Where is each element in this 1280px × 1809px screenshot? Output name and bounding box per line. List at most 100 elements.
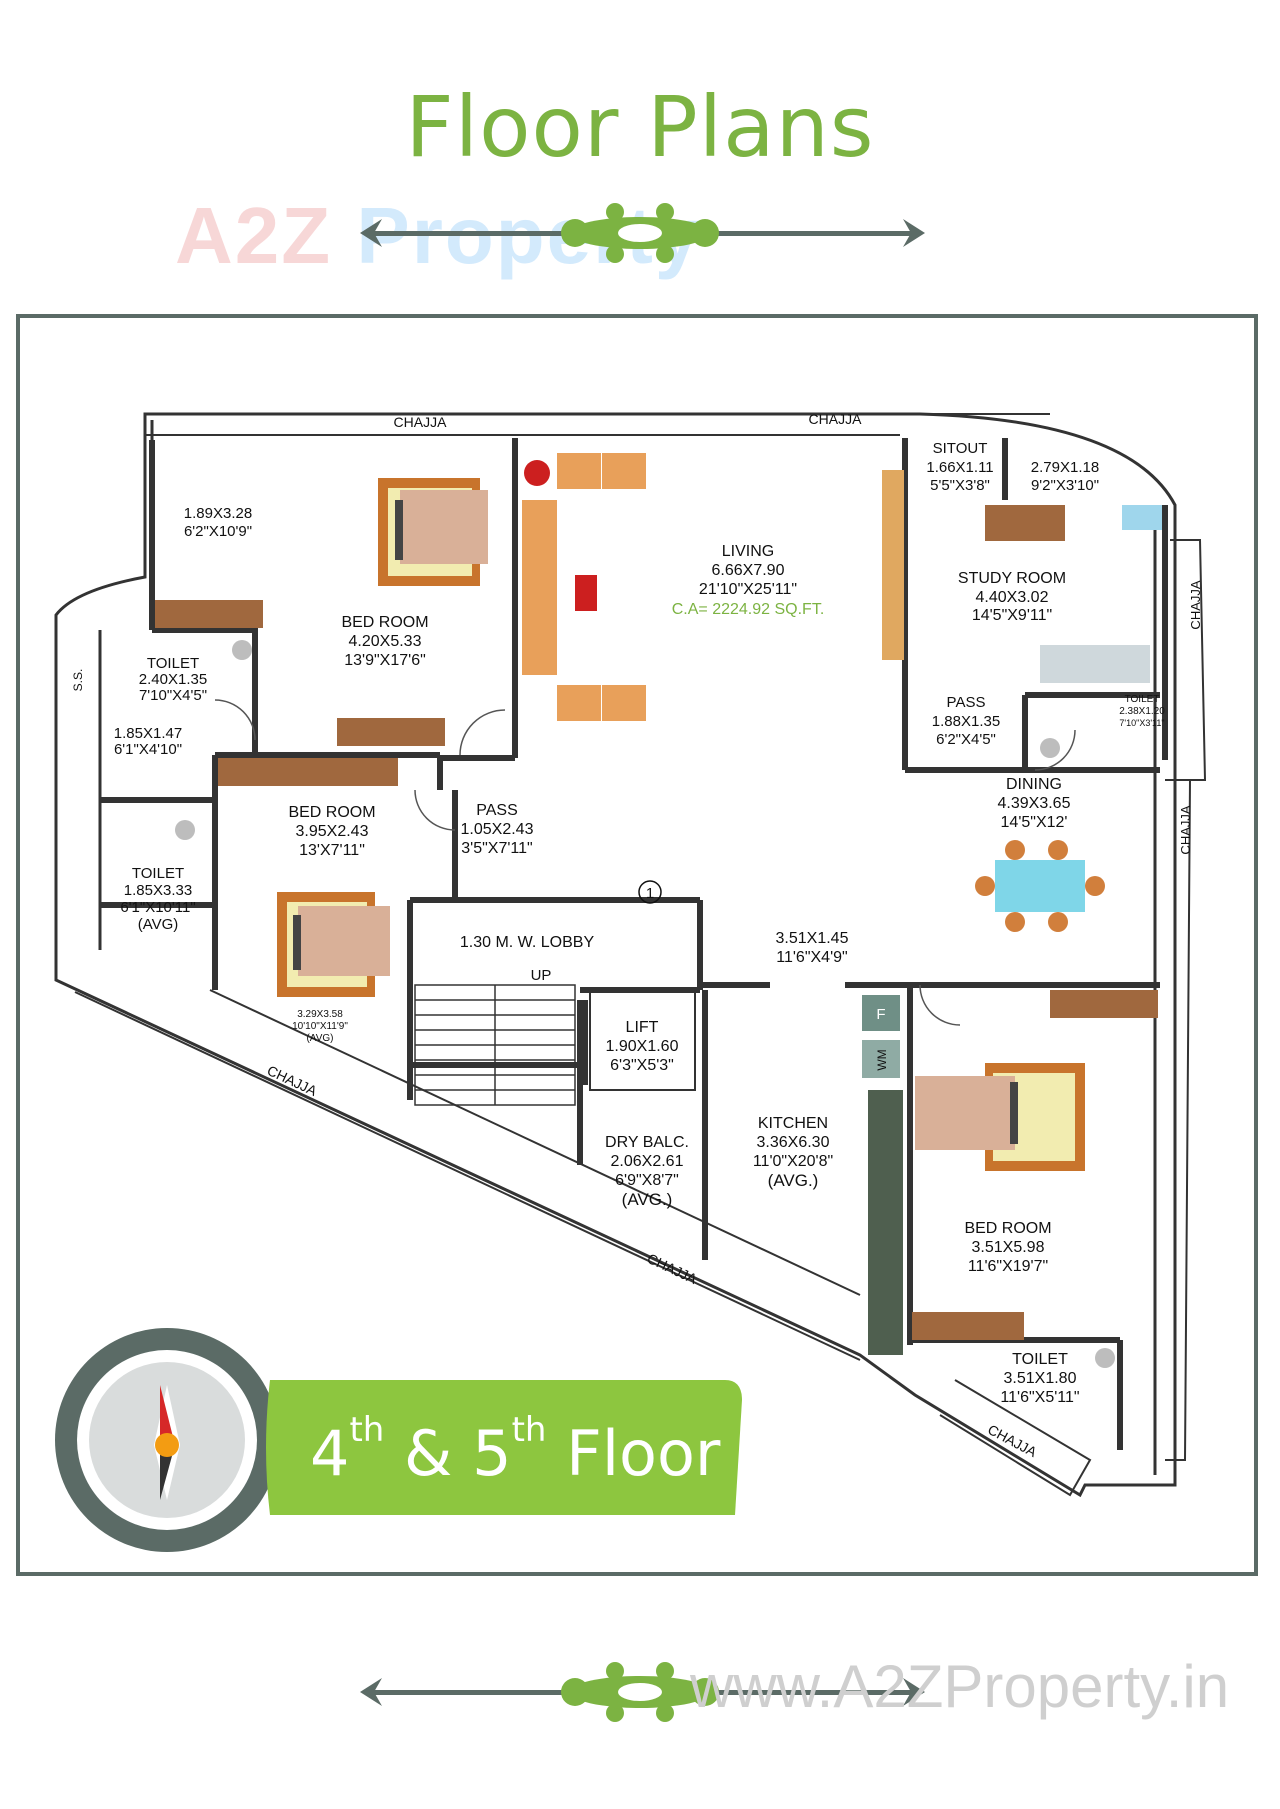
lift-dim: 1.90X1.60 [606,1038,679,1055]
drybalc-avg: (AVG.) [622,1190,673,1209]
lift-imp: 6'3"X5'3" [610,1057,674,1074]
washing-machine [862,1040,900,1078]
kitchen-avg: (AVG.) [768,1171,819,1190]
study-table [1122,505,1162,530]
bedroom2-name: BED ROOM [288,804,375,821]
bedroom1-imp: 13'9"X17'6" [344,652,426,669]
page-title: Floor Plans [405,78,875,176]
toilet2-avg: (AVG) [138,916,179,933]
staircase [414,984,576,1106]
living-dim: 6.66X7.90 [712,562,785,579]
bed-living-top [378,478,488,586]
drybalc-dim: 2.06X2.61 [611,1153,684,1170]
bed-room2 [277,892,390,997]
chajja-label-right1: CHAJJA [1188,580,1203,629]
kitchen-counter [868,1090,903,1355]
study-name: STUDY ROOM [958,570,1066,587]
bedroom2-dim: 3.95X2.43 [296,823,369,840]
bed2sub-dim: 3.29X3.58 [297,1009,343,1020]
bed-room3 [915,1063,1085,1171]
bed1-imp: 6'2"X10'9" [184,523,252,540]
bed1-dim: 1.89X3.28 [184,505,252,522]
toilet2-imp: 6'1"X10'11" [120,899,195,916]
pass-r-imp: 6'2"X4'5" [936,731,996,748]
stair-up-label: UP [531,967,552,984]
bedroom3-imp: 11'6"X19'7" [968,1258,1048,1275]
lobby-marker-icon [638,880,662,904]
wm-label: WM [875,1049,889,1070]
fridge [862,995,900,1031]
ss-label: S.S. [71,669,85,692]
chajja-label-bottom: CHAJJA [645,1250,700,1287]
toilet3-name: TOILET [1012,1351,1068,1368]
bedroom3-name: BED ROOM [964,1220,1051,1237]
toilet1-name: TOILET [147,655,199,672]
compass-icon [55,1328,279,1552]
floor-amp: & [384,1417,473,1490]
floor-word: Floor [546,1417,721,1490]
wardrobes [155,505,1158,1340]
study-dim: 4.40X3.02 [976,589,1049,606]
floor-sup-1: th [349,1410,385,1450]
bath-fixtures [175,640,1115,1368]
plan-frame [16,314,1258,1576]
sitout-imp: 5'5"X3'8" [930,477,990,494]
drybalc-imp: 6'9"X8'7" [615,1172,679,1189]
chajja-label-top1: CHAJJA [394,414,448,430]
kitchen-imp: 11'0"X20'8" [753,1153,833,1170]
toilet-r-imp: 7'10"X3'11" [1119,718,1164,728]
toilet1-dim: 2.40X1.35 [139,671,207,688]
lobby-name: 1.30 M. W. LOBBY [460,934,595,951]
chajja-label-right2: CHAJJA [1178,805,1193,854]
dining-set [975,840,1105,932]
passage1-imp: 6'1"X4'10" [114,741,182,758]
floor-num-1: 4 [310,1417,350,1490]
pass-r-dim: 1.88X1.35 [932,713,1000,730]
study-imp: 14'5"X9'11" [972,607,1052,624]
corridor-imp: 11'6"X4'9" [776,949,847,966]
kitchen-name: KITCHEN [758,1115,828,1132]
fridge-label: F [876,1006,885,1023]
dining-name: DINING [1006,776,1062,793]
toilet2-dim: 1.85X3.33 [124,882,192,899]
dining-dim: 4.39X3.65 [998,795,1071,812]
pass2-name: PASS [476,802,518,819]
floor-badge-bg [266,1380,742,1515]
toilet1-imp: 7'10"X4'5" [139,687,207,704]
bedroom2-imp: 13'X7'11" [299,842,365,859]
bedroom1-dim: 4.20X5.33 [349,633,422,650]
carpet-area: C.A= 2224.92 SQ.FT. [672,601,825,618]
bed2sub-avg: (AVG) [306,1033,333,1044]
toilet3-dim: 3.51X1.80 [1004,1370,1077,1387]
passage1-dim: 1.85X1.47 [114,725,182,742]
doors [214,699,1076,1026]
bedroom1-name: BED ROOM [341,614,428,631]
living-name: LIVING [722,543,774,560]
lift-shaft [589,989,696,1091]
floor-num-2: 5 [472,1417,512,1490]
lift-name: LIFT [626,1019,659,1036]
watermark-logo-a2z: A2Z [175,191,333,280]
study-desk [1040,645,1150,683]
lobby-num: 1 [646,885,654,902]
chajja-lines [74,413,1207,1497]
sofa-set [522,453,904,721]
pass2-imp: 3'5"X7'11" [461,840,532,857]
pass2-dim: 1.05X2.43 [461,821,534,838]
sitout2-imp: 9'2"X3'10" [1031,477,1099,494]
toilet3-imp: 11'6"X5'11" [1000,1389,1079,1406]
sitout-dim: 1.66X1.11 [926,459,993,476]
toilet2-name: TOILET [132,865,184,882]
top-ornament [360,203,925,263]
bed2sub-imp: 10'10"X11'9" [292,1021,348,1032]
pass-r-name: PASS [947,694,986,711]
dining-imp: 14'5"X12' [1001,814,1068,831]
sitout-name: SITOUT [933,440,988,457]
living-imp: 21'10"X25'11" [699,581,797,598]
floor-sup-2: th [511,1410,547,1450]
bedroom3-dim: 3.51X5.98 [972,1239,1045,1256]
watermark-url: www.A2ZProperty.in [690,1653,1230,1720]
toilet-r-name: TOILET [1125,694,1160,705]
